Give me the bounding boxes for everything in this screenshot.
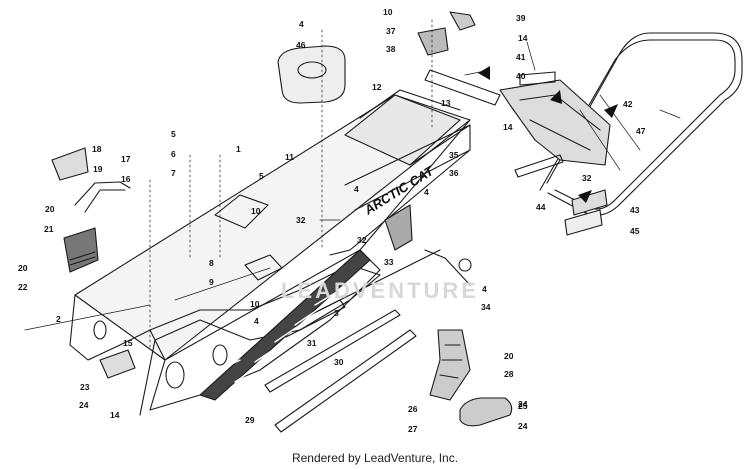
callout-label: 24 (518, 399, 528, 409)
rear-bracket (384, 204, 472, 286)
foot-bracket (99, 349, 136, 379)
callout-label: 20 (504, 351, 514, 361)
callout-label: 3 (334, 308, 339, 318)
callout-label: 23 (80, 382, 90, 392)
callout-label: 1 (236, 144, 241, 154)
callout-label: 21 (44, 224, 54, 234)
callout-label: 15 (123, 338, 133, 348)
callout-label: 4 (254, 316, 259, 326)
callout-label: 14 (110, 410, 120, 420)
callout-label: 38 (386, 44, 396, 54)
callout-label: 42 (623, 99, 633, 109)
callout-label: 16 (121, 174, 131, 184)
callout-label: 32 (582, 173, 592, 183)
callout-label: 46 (296, 40, 306, 50)
tunnel-truss (199, 249, 371, 401)
callout-label: 10 (383, 7, 393, 17)
callout-label: 36 (449, 168, 459, 178)
callout-label: 4 (354, 184, 359, 194)
callout-label: 24 (79, 400, 89, 410)
callout-label: 2 (56, 314, 61, 324)
upper-trim (417, 11, 476, 56)
leader-lines (24, 19, 681, 351)
callout-label: 25 (518, 401, 528, 411)
seat-pad (277, 45, 346, 104)
callout-label: 32 (296, 215, 306, 225)
callout-label: 40 (516, 71, 526, 81)
direction-arrows (478, 66, 618, 203)
snow-flap (499, 71, 611, 166)
callout-label: 32 (357, 235, 367, 245)
callout-label: 10 (250, 299, 260, 309)
callout-label: 18 (92, 144, 102, 154)
left-brackets (51, 147, 131, 273)
callout-label: 4 (299, 19, 304, 29)
callout-label: 44 (536, 202, 546, 212)
callout-label: 7 (171, 168, 176, 178)
callout-label: 34 (481, 302, 491, 312)
callout-label: 13 (441, 98, 451, 108)
callout-label: 4 (482, 284, 487, 294)
callout-label: 10 (251, 206, 261, 216)
callout-label: 30 (334, 357, 344, 367)
callout-label: 27 (408, 424, 418, 434)
callout-labels: 1 2 3 4 4 4 4 4 5 5 6 7 8 9 10 10 10 11 … (18, 7, 646, 434)
callout-label: 31 (307, 338, 317, 348)
foot-rest (459, 397, 513, 427)
callout-label: 41 (516, 52, 526, 62)
callout-label: 43 (630, 205, 640, 215)
callout-label: 26 (408, 404, 418, 414)
callout-label: 20 (45, 204, 55, 214)
callout-label: 8 (209, 258, 214, 268)
callout-label: 12 (372, 82, 382, 92)
callout-label: 19 (93, 164, 103, 174)
callout-label: 6 (171, 149, 176, 159)
rear-latch (564, 189, 608, 236)
rear-bumper (539, 32, 743, 216)
callout-label: 20 (18, 263, 28, 273)
callout-label: 47 (636, 126, 646, 136)
top-panel (329, 89, 471, 256)
callout-label: 5 (171, 129, 176, 139)
callout-label: 9 (209, 277, 214, 287)
callout-label: 17 (121, 154, 131, 164)
callout-label: 24 (518, 421, 528, 431)
callout-label: 5 (259, 171, 264, 181)
callout-label: 29 (245, 415, 255, 425)
callout-label: 4 (424, 187, 429, 197)
rear-support (424, 69, 564, 178)
callout-label: 28 (504, 369, 514, 379)
callout-label: 11 (285, 152, 294, 162)
callout-label: 39 (516, 13, 526, 23)
callout-label: 45 (630, 226, 640, 236)
callout-label: 35 (449, 150, 459, 160)
front-rails (264, 249, 441, 433)
callout-label: 14 (503, 122, 513, 132)
callout-label: 37 (386, 26, 396, 36)
callout-label: 33 (384, 257, 394, 267)
render-credit: Rendered by LeadVenture, Inc. (291, 451, 459, 465)
watermark: LEADVENTURE (280, 278, 479, 303)
callout-label: 14 (518, 33, 528, 43)
callout-label: 22 (18, 282, 28, 292)
running-board (429, 329, 471, 401)
